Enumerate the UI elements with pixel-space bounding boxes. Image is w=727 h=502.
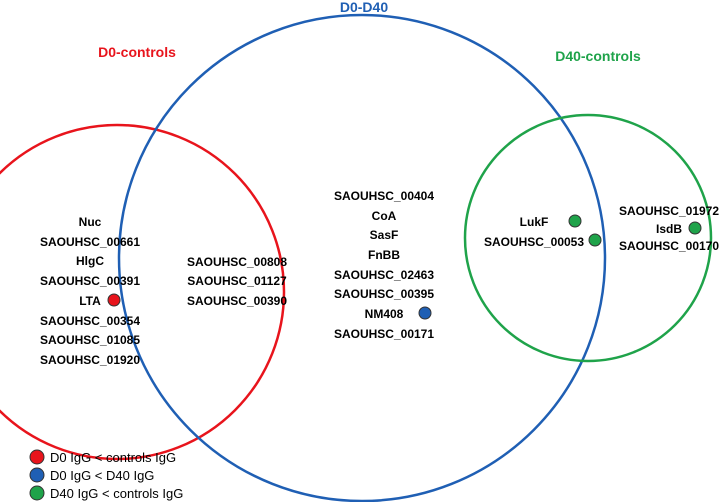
gene-label: SAOUHSC_00391 <box>40 274 140 288</box>
d0-d40-circle <box>117 13 607 502</box>
legend-label: D0 IgG < D40 IgG <box>50 468 154 483</box>
legend-label: D40 IgG < controls IgG <box>50 486 183 501</box>
gene-label: SAOUHSC_00053 <box>484 235 584 249</box>
green-marker-dot <box>588 233 602 247</box>
gene-label: SAOUHSC_01127 <box>187 274 287 288</box>
gene-label: SAOUHSC_00661 <box>40 235 140 249</box>
d0-controls-title: D0-controls <box>98 44 176 60</box>
gene-label: SAOUHSC_00395 <box>334 287 434 301</box>
legend-label: D0 IgG < controls IgG <box>50 450 176 465</box>
d40-controls-circle <box>463 113 713 363</box>
green-marker-dot <box>688 221 702 235</box>
legend-item: D0 IgG < controls IgG <box>29 449 176 465</box>
gene-label: SAOUHSC_00171 <box>334 327 434 341</box>
gene-label: SAOUHSC_01972 <box>619 204 719 218</box>
gene-label: LukF <box>520 215 549 229</box>
gene-label: SAOUHSC_01920 <box>40 353 140 367</box>
gene-label: SAOUHSC_01085 <box>40 333 140 347</box>
legend-item: D40 IgG < controls IgG <box>29 485 183 501</box>
legend-blue-dot <box>29 467 45 483</box>
gene-label: HlgC <box>76 254 104 268</box>
d0-d40-title: D0-D40 <box>340 0 388 15</box>
legend: D0 IgG < controls IgG D0 IgG < D40 IgG D… <box>29 449 183 501</box>
gene-label: SAOUHSC_00404 <box>334 189 434 203</box>
green-marker-dot <box>568 214 582 228</box>
gene-label: FnBB <box>368 248 400 262</box>
blue-marker-dot <box>418 306 432 320</box>
region-d0-controls-only: Nuc SAOUHSC_00661 HlgC SAOUHSC_00391 LTA… <box>40 215 140 367</box>
legend-green-dot <box>29 485 45 501</box>
region-d0-d40-and-d40-controls: LukF SAOUHSC_00053 <box>484 214 602 249</box>
gene-label: LTA <box>79 294 101 308</box>
legend-red-dot <box>29 449 45 465</box>
gene-label: CoA <box>372 209 397 223</box>
gene-label: SAOUHSC_00170 <box>619 239 719 253</box>
region-d0-d40-only: SAOUHSC_00404 CoA SasF FnBB SAOUHSC_0246… <box>334 189 434 341</box>
gene-label: SAOUHSC_00390 <box>187 294 287 308</box>
red-marker-dot <box>107 293 121 307</box>
gene-label: IsdB <box>656 222 682 236</box>
gene-label: SAOUHSC_00354 <box>40 314 140 328</box>
legend-item: D0 IgG < D40 IgG <box>29 467 154 483</box>
d0-controls-circle <box>0 123 286 461</box>
gene-label: SAOUHSC_02463 <box>334 268 434 282</box>
region-d0-controls-and-d0-d40: SAOUHSC_00808 SAOUHSC_01127 SAOUHSC_0039… <box>187 255 287 308</box>
gene-label: SasF <box>370 228 399 242</box>
gene-label: SAOUHSC_00808 <box>187 255 287 269</box>
d40-controls-title: D40-controls <box>555 48 641 64</box>
gene-label: NM408 <box>365 307 404 321</box>
region-d40-controls-only: SAOUHSC_01972 IsdB SAOUHSC_00170 <box>619 204 719 253</box>
gene-label: Nuc <box>79 215 102 229</box>
